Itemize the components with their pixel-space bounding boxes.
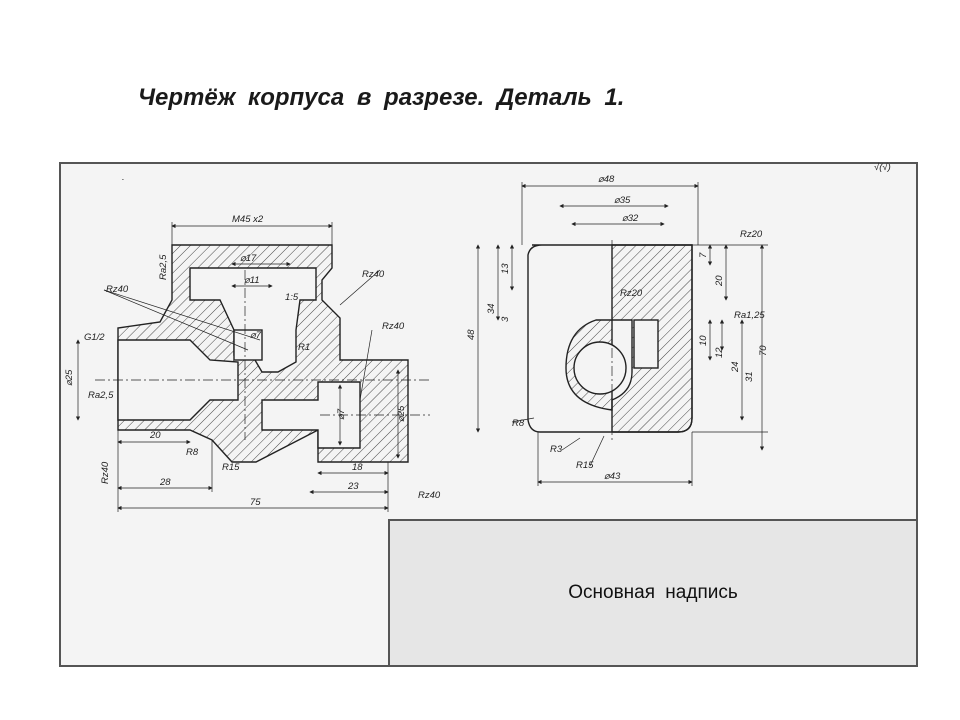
label-r-dim48: 48 — [466, 329, 477, 340]
left-dimensions — [75, 222, 401, 512]
label-r-dim7: 7 — [698, 252, 709, 258]
label-r-dim20: 20 — [714, 275, 725, 287]
left-inner-bore — [189, 267, 317, 373]
label-r-r3: R3 — [550, 444, 563, 455]
label-rz40-bottom: Rz40 — [418, 490, 441, 501]
slide-title: Чертёж корпуса в разрезе. Деталь 1. — [138, 84, 625, 111]
label-r-dim70: 70 — [758, 345, 769, 356]
label-r8: R8 — [186, 447, 199, 458]
right-horizontal-bore — [261, 381, 361, 449]
label-d25-left: ⌀25 — [64, 369, 75, 386]
label-d25-right: ⌀25 — [396, 405, 407, 422]
label-rz20-mid: Rz20 — [620, 288, 643, 299]
left-labels: M45 x2 ⌀17 ⌀11 ⌀7 1:5 R1 G1/2 ⌀25 Ra2,5 … — [64, 214, 441, 508]
label-rd48: ⌀48 — [598, 174, 615, 185]
label-taper: 1:5 — [285, 292, 299, 303]
label-ra25-top: Ra2,5 — [158, 254, 169, 280]
label-r-d43: ⌀43 — [604, 471, 621, 482]
label-r-dim31: 31 — [744, 371, 755, 382]
left-horizontal-bore — [117, 339, 239, 421]
label-ra25-left: Ra2,5 — [88, 390, 114, 401]
label-dim28: 28 — [159, 477, 171, 488]
label-r-dim12: 12 — [714, 347, 725, 358]
label-d17: ⌀17 — [240, 253, 257, 264]
corner-roughness-mark: √(√) — [874, 162, 891, 173]
title-block: Основная надпись — [388, 519, 918, 667]
label-rd35: ⌀35 — [614, 195, 631, 206]
label-rz20-top: Rz20 — [740, 229, 763, 240]
label-thread-m45: M45 x2 — [232, 214, 264, 225]
right-dimensions — [475, 182, 768, 486]
label-r1: R1 — [298, 342, 310, 353]
label-rz40-right2: Rz40 — [382, 321, 405, 332]
label-rz40-left: Rz40 — [106, 284, 129, 295]
label-r-dim10: 10 — [698, 335, 709, 346]
left-section-view — [95, 244, 430, 463]
label-dim75: 75 — [250, 497, 261, 508]
label-d11: ⌀11 — [244, 275, 260, 286]
label-d7-upper: ⌀7 — [250, 330, 262, 341]
vertical-channel — [233, 329, 263, 361]
corner-dot: . — [122, 172, 125, 183]
label-dim23: 23 — [347, 481, 359, 492]
label-rd32: ⌀32 — [622, 213, 639, 224]
label-r-r8: R8 — [512, 418, 525, 429]
label-r-dim13: 13 — [500, 263, 511, 274]
label-rz40-right: Rz40 — [362, 269, 385, 280]
right-inner-bore — [633, 319, 659, 369]
label-dim18: 18 — [352, 462, 363, 473]
label-g-half-thread: G1/2 — [84, 332, 105, 343]
right-section-view — [527, 240, 693, 440]
right-labels: ⌀48 ⌀35 ⌀32 Rz20 Rz20 Ra1,25 13 34 3 48 … — [466, 174, 769, 482]
label-r-dim24: 24 — [730, 361, 741, 373]
label-r-r15: R15 — [576, 460, 594, 471]
label-d7-right: ⌀7 — [336, 408, 347, 420]
right-hole — [573, 341, 627, 395]
label-r15: R15 — [222, 462, 240, 473]
label-r-dim34: 34 — [486, 303, 497, 314]
label-rz40-side: Rz40 — [100, 461, 111, 484]
label-r-dim3: 3 — [500, 316, 511, 322]
label-dim20: 20 — [149, 430, 161, 441]
label-ra125: Ra1,25 — [734, 310, 765, 321]
title-block-label: Основная надпись — [568, 582, 738, 603]
